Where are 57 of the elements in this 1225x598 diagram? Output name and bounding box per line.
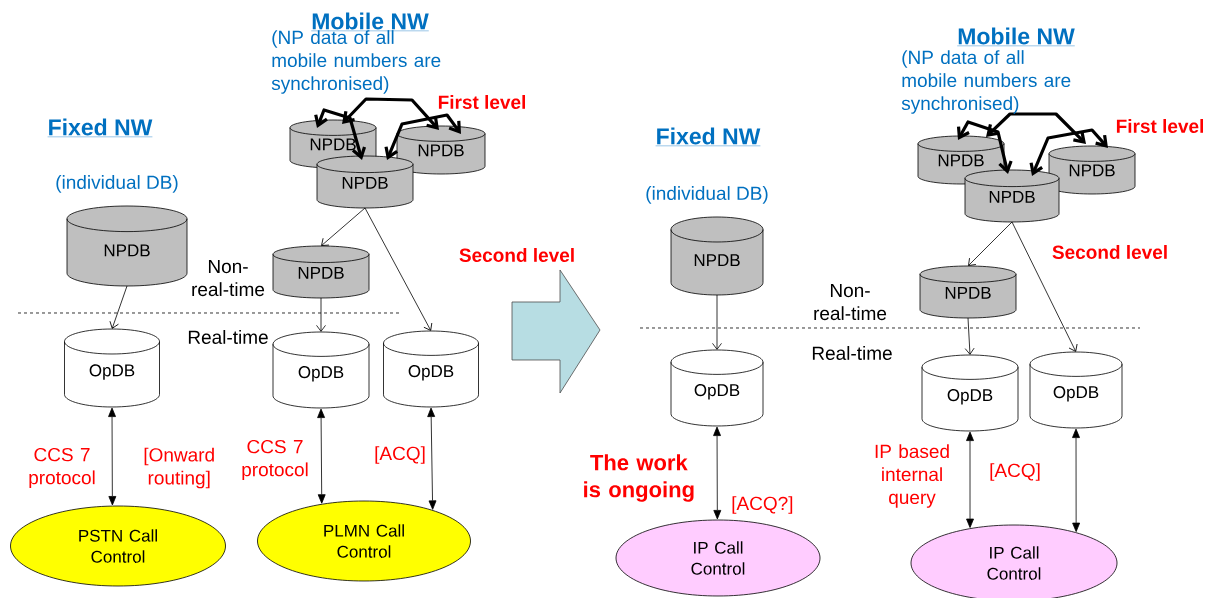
database-cylinder: OpDB [272, 331, 370, 409]
caption-text: (individual DB) [56, 175, 178, 193]
zone-label: Non-real-time [814, 283, 887, 321]
arrow [384, 113, 461, 160]
database-cylinder: OpDB [1029, 351, 1123, 429]
arrow [1011, 221, 1078, 352]
arrow [427, 407, 437, 510]
arrow [1029, 128, 1108, 176]
arrow [956, 120, 1013, 174]
database-cylinder: NPDB [964, 169, 1060, 223]
arrow [968, 221, 1013, 266]
protocol-label: [ACQ] [990, 463, 1040, 481]
arrow [109, 285, 128, 329]
database-cylinder: OpDB [64, 328, 160, 408]
section-heading: Mobile NW [957, 27, 1075, 47]
zone-label: Real-time [188, 330, 268, 344]
arrow [712, 294, 722, 350]
database-cylinder: NPDB [66, 205, 188, 287]
database-cylinder: NPDB [316, 155, 414, 209]
database-cylinder: NPDB [1048, 145, 1136, 195]
database-cylinder: NPDB [919, 265, 1017, 319]
zone-label: Non-real-time [192, 259, 265, 297]
arrow [316, 297, 326, 332]
database-cylinder: NPDB [670, 216, 764, 296]
note-text: The work is ongoing [584, 454, 694, 502]
caption-text: (NP data of all mobile numbers are synchronised) [271, 30, 441, 94]
arrow [986, 112, 1086, 144]
database-cylinder: NPDB [272, 245, 370, 299]
level-label: First level [1116, 119, 1203, 133]
arrow [966, 431, 974, 528]
level-label: Second level [1052, 245, 1167, 259]
arrow [108, 407, 117, 506]
protocol-label: [Onward routing] [144, 447, 214, 489]
section-heading: Fixed NW [47, 118, 153, 138]
protocol-label: CCS 7 protocol [29, 447, 95, 489]
zone-label: Real-time [812, 346, 892, 360]
database-cylinder: NPDB [396, 125, 486, 175]
arrow [1072, 428, 1081, 532]
protocol-label: CCS 7 protocol [242, 439, 308, 481]
level-label: First level [438, 95, 525, 109]
caption-text: (NP data of all mobile numbers are synchronised) [901, 50, 1071, 114]
protocol-label: [ACQ] [375, 446, 425, 464]
arrow [314, 108, 367, 160]
caption-text: (individual DB) [646, 186, 768, 204]
database-cylinder: OpDB [921, 354, 1019, 432]
database-cylinder: OpDB [383, 330, 479, 408]
level-label: Second level [459, 248, 574, 262]
arrow [342, 97, 439, 130]
arrow [364, 207, 433, 331]
database-cylinder: OpDB [670, 349, 764, 427]
protocol-label: [ACQ?] [732, 496, 793, 514]
protocol-label: IP based internal query [875, 444, 949, 508]
arrow [964, 317, 975, 355]
arrow [713, 426, 722, 520]
arrow [321, 207, 366, 246]
section-heading: Fixed NW [655, 127, 761, 147]
arrow [317, 408, 326, 504]
